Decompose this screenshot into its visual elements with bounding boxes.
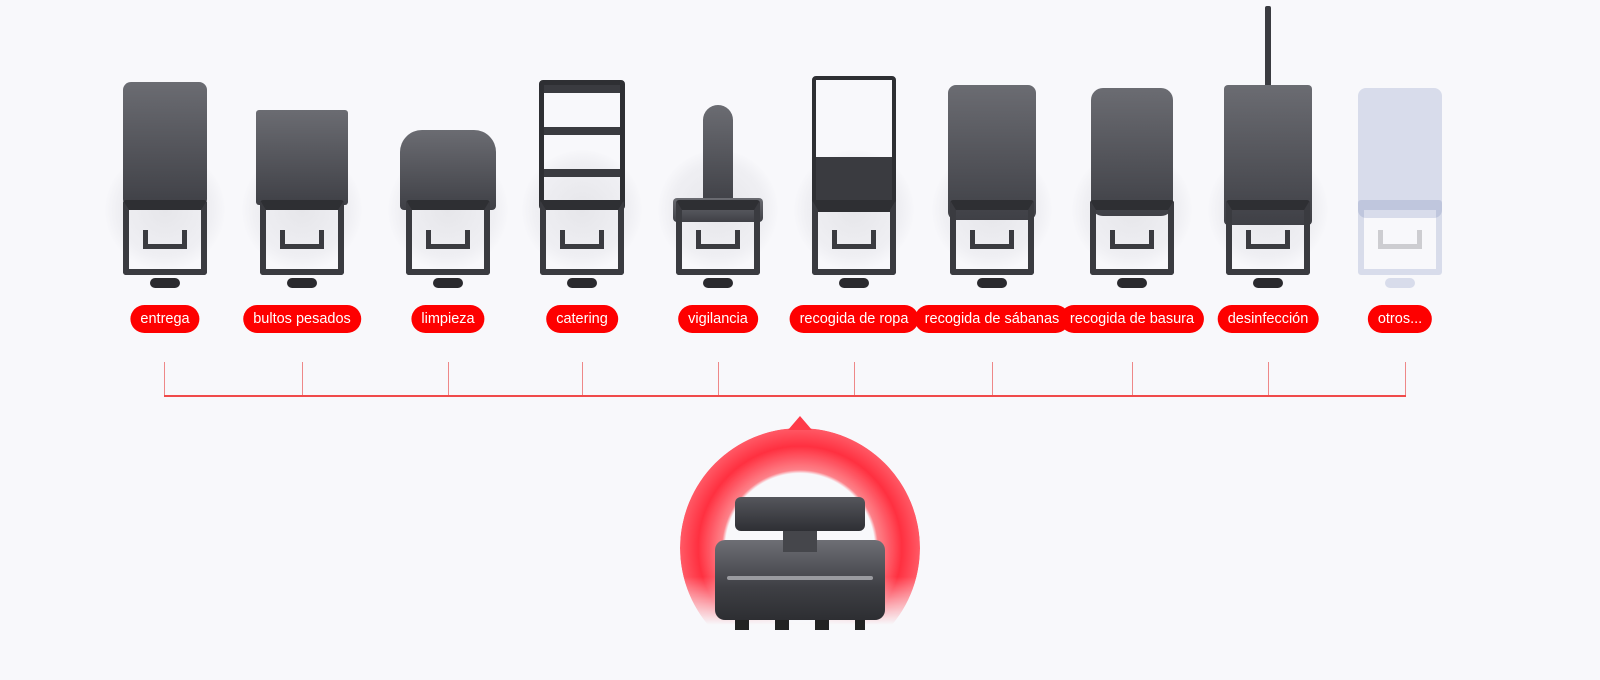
- robot-wheel: [1385, 278, 1415, 288]
- robot-chassis: [1358, 200, 1442, 275]
- robot-wheel: [287, 278, 317, 288]
- connector-tick: [1132, 362, 1133, 396]
- robot-chassis: [950, 200, 1034, 275]
- label-pill: entrega: [130, 305, 200, 333]
- connector-tick: [718, 362, 719, 396]
- connector-tick: [992, 362, 993, 396]
- base-robot-lift-plate: [735, 497, 865, 531]
- label-pill: recogida de ropa: [789, 305, 919, 333]
- connector-tick: [1405, 362, 1406, 396]
- label-pill: limpieza: [411, 305, 485, 333]
- robot-wheel: [150, 278, 180, 288]
- linen-bin: [948, 85, 1036, 220]
- label-pill: desinfección: [1217, 305, 1319, 333]
- module-garbage: recogida de basura: [1059, 0, 1205, 333]
- robot-chassis: [1226, 200, 1310, 275]
- module-catering: catering: [512, 0, 652, 333]
- module-cleaning: limpieza: [378, 0, 518, 333]
- robot-wheel: [977, 278, 1007, 288]
- robot-wheel: [839, 278, 869, 288]
- label-pill: catering: [546, 305, 618, 333]
- delivery-robot-top: [123, 82, 207, 207]
- base-robot-wheels: [735, 620, 865, 630]
- label-pill: recogida de sábanas: [914, 305, 1070, 333]
- robot-chassis: [812, 200, 896, 275]
- robot-chassis: [406, 200, 490, 275]
- label-pill: recogida de basura: [1059, 305, 1205, 333]
- robot-wheel: [1253, 278, 1283, 288]
- disinfection-mast: [1265, 6, 1271, 88]
- robot-wheel: [703, 278, 733, 288]
- connector-tick: [582, 362, 583, 396]
- module-others: otros...: [1330, 0, 1470, 333]
- module-laundry: recogida de ropa: [784, 0, 924, 333]
- robot-chassis: [260, 200, 344, 275]
- label-pill: bultos pesados: [243, 305, 361, 333]
- module-delivery: entrega: [95, 0, 235, 333]
- catering-shelves: [539, 80, 625, 210]
- base-robot-body: [715, 540, 885, 620]
- robot-chassis: [676, 200, 760, 275]
- robot-chassis: [123, 200, 207, 275]
- module-linen: recogida de sábanas: [914, 0, 1070, 333]
- robot-chassis: [1090, 200, 1174, 275]
- arrow-up-icon: [788, 416, 812, 430]
- module-surveillance: vigilancia: [648, 0, 788, 333]
- cleaning-robot-top: [400, 130, 496, 210]
- connector-tick: [164, 362, 165, 396]
- module-heavy: bultos pesados: [232, 0, 372, 333]
- laundry-frame: [812, 76, 896, 212]
- module-disinfection: desinfección: [1198, 0, 1338, 333]
- surveillance-camera-mast: [703, 105, 733, 205]
- robot-wheel: [1117, 278, 1147, 288]
- connector-tick: [302, 362, 303, 396]
- label-pill: otros...: [1367, 305, 1433, 333]
- connector-bar: [164, 395, 1406, 397]
- base-robot-mount: [783, 530, 817, 552]
- connector-tick: [448, 362, 449, 396]
- garbage-bin: [1091, 88, 1173, 216]
- label-pill: vigilancia: [678, 305, 758, 333]
- connector-tick: [1268, 362, 1269, 396]
- connector-tick: [854, 362, 855, 396]
- heavy-robot-top: [256, 110, 348, 205]
- robot-wheel: [433, 278, 463, 288]
- robot-wheel: [567, 278, 597, 288]
- robot-chassis: [540, 200, 624, 275]
- ghost-robot-top: [1358, 88, 1442, 218]
